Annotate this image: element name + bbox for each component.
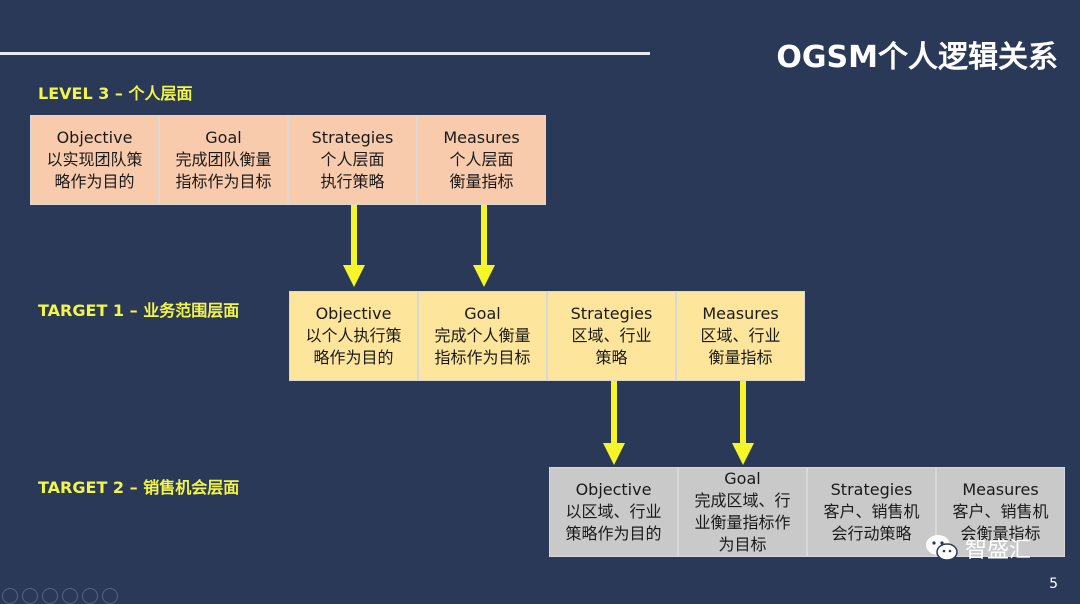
slide-nav-controls[interactable] — [2, 588, 118, 604]
title-divider-line — [0, 52, 650, 55]
arrow-strategies-to-objective — [343, 205, 365, 287]
nav-forward-icon[interactable] — [22, 588, 38, 604]
watermark: 智盛汇 — [925, 532, 1031, 564]
nav-slides-icon[interactable] — [62, 588, 78, 604]
slide-title: OGSM个人逻辑关系 — [776, 40, 1058, 75]
page-number: 5 — [1049, 576, 1058, 592]
target-2-label: TARGET 2 – 销售机会层面 — [38, 478, 240, 497]
arrow-measures-to-goal-2 — [732, 381, 754, 465]
target-1-label: TARGET 1 – 业务范围层面 — [38, 301, 240, 320]
nav-back-icon[interactable] — [2, 588, 18, 604]
level-3-label: LEVEL 3 – 个人层面 — [38, 84, 193, 103]
watermark-text: 智盛汇 — [965, 538, 1032, 563]
nav-zoom-icon[interactable] — [82, 588, 98, 604]
arrow-strategies-to-objective-2 — [603, 381, 625, 465]
nav-more-icon[interactable] — [102, 588, 118, 604]
wechat-icon — [926, 535, 958, 561]
arrow-measures-to-goal — [473, 205, 495, 287]
nav-pen-icon[interactable] — [42, 588, 58, 604]
